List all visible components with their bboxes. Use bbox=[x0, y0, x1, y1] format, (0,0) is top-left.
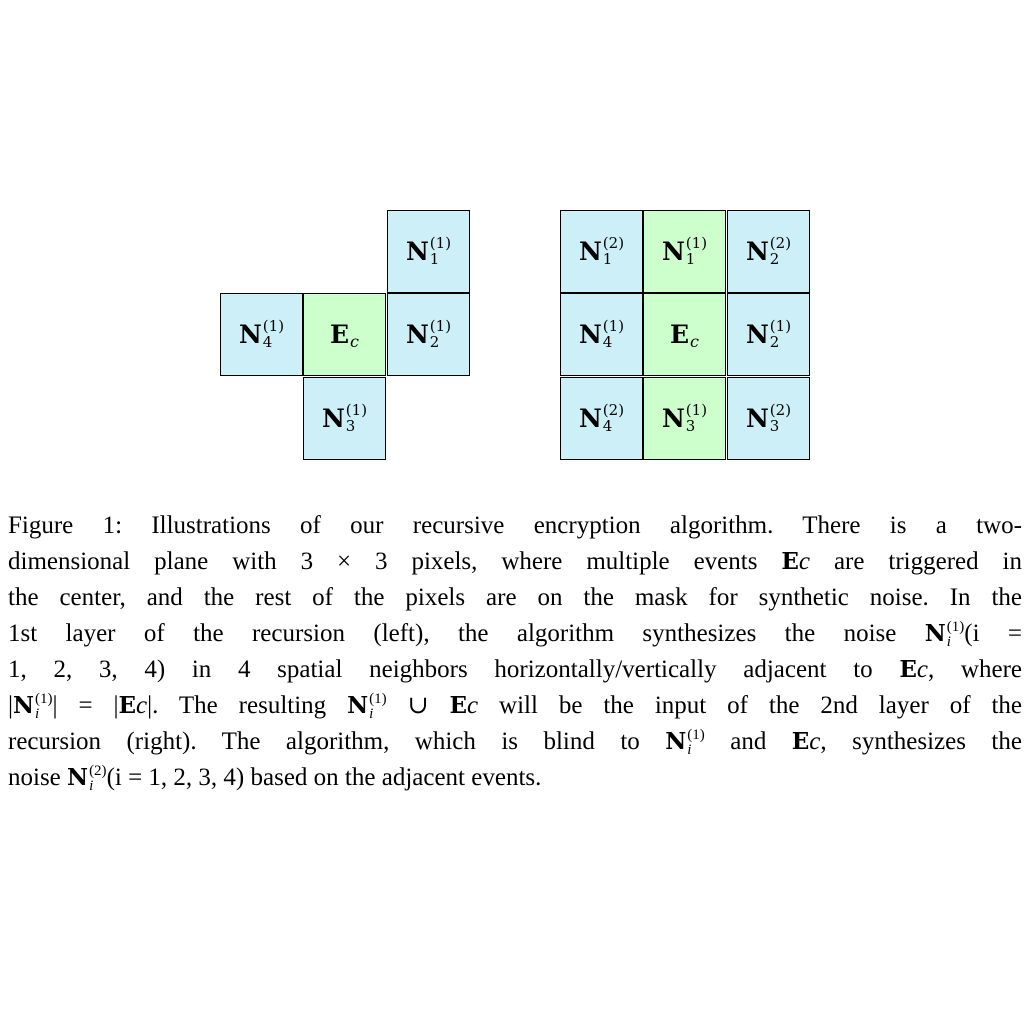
figure-caption: Figure 1: Illustrations of our recursive… bbox=[8, 508, 1022, 796]
cell-r2: N(1)1 bbox=[643, 210, 726, 293]
cell-n2: N(1)2 bbox=[387, 293, 470, 376]
cell-r1: N(2)1 bbox=[560, 210, 643, 293]
caption-line-6: |N(1)i| = |Ec|. The resulting N(1)i ∪ Ec… bbox=[8, 691, 1022, 723]
caption-line-2: dimensional plane with 3 × 3 pixels, whe… bbox=[8, 548, 1022, 575]
cell-r8: N(1)3 bbox=[643, 377, 726, 460]
caption-line-4: 1st layer of the recursion (left), the a… bbox=[8, 619, 1022, 651]
caption-line-7: recursion (right). The algorithm, which … bbox=[8, 727, 1022, 759]
caption-line-3: the center, and the rest of the pixels a… bbox=[8, 584, 1022, 611]
cell-n4: N(1)4 bbox=[220, 293, 303, 376]
caption-line-5: 1, 2, 3, 4) in 4 spatial neighbors horiz… bbox=[8, 656, 1022, 683]
cell-r9: N(2)3 bbox=[727, 377, 810, 460]
cell-r4: N(1)4 bbox=[560, 293, 643, 376]
caption-line-1: Figure 1: Illustrations of our recursive… bbox=[8, 512, 1022, 539]
cell-r6: N(1)2 bbox=[727, 293, 810, 376]
cell-r3: N(2)2 bbox=[727, 210, 810, 293]
cell-n3: N(1)3 bbox=[303, 377, 386, 460]
cell-r7: N(2)4 bbox=[560, 377, 643, 460]
caption-line-8: noise N(2)i(i = 1, 2, 3, 4) based on the… bbox=[8, 763, 542, 795]
cell-n1: N(1)1 bbox=[387, 210, 470, 293]
